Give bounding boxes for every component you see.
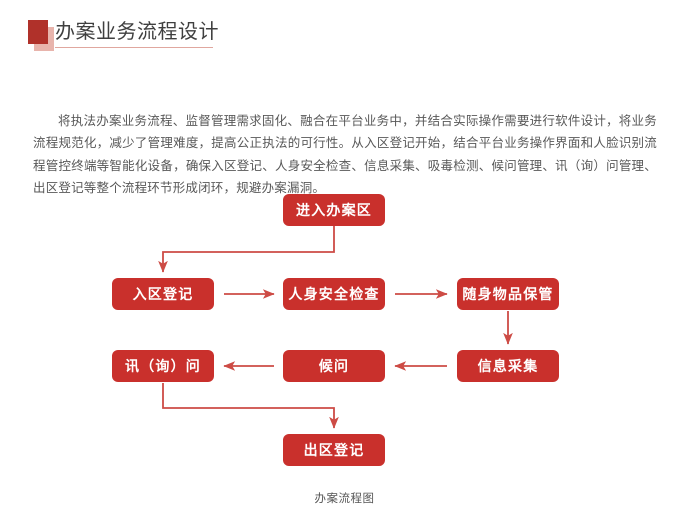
title-underline-rule — [55, 47, 213, 48]
flow-node-wait[interactable]: 候问 — [283, 350, 385, 382]
flow-node-collect[interactable]: 信息采集 — [457, 350, 559, 382]
flow-node-safety[interactable]: 人身安全检查 — [283, 278, 385, 310]
edge-ask-to-exit — [162, 383, 339, 429]
flow-node-enter[interactable]: 进入办案区 — [283, 194, 385, 226]
page-title: 办案业务流程设计 — [55, 21, 219, 43]
body-paragraph: 将执法办案业务流程、监督管理需求固化、融合在平台业务中，并结合实际操作需要进行软… — [33, 113, 657, 196]
flow-node-exit[interactable]: 出区登记 — [283, 434, 385, 466]
flow-node-ask[interactable]: 讯（询）问 — [112, 350, 214, 382]
flow-node-belong[interactable]: 随身物品保管 — [457, 278, 559, 310]
flowchart-connectors — [158, 226, 513, 429]
flowchart-caption: 办案流程图 — [314, 493, 375, 505]
edge-enter-to-reg — [158, 226, 335, 273]
flow-node-reg[interactable]: 入区登记 — [112, 278, 214, 310]
flowchart: 进入办案区 入区登记 人身安全检查 随身物品保管 讯（询）问 候问 信息采集 出… — [0, 180, 689, 532]
title-marker-icon — [28, 20, 48, 44]
